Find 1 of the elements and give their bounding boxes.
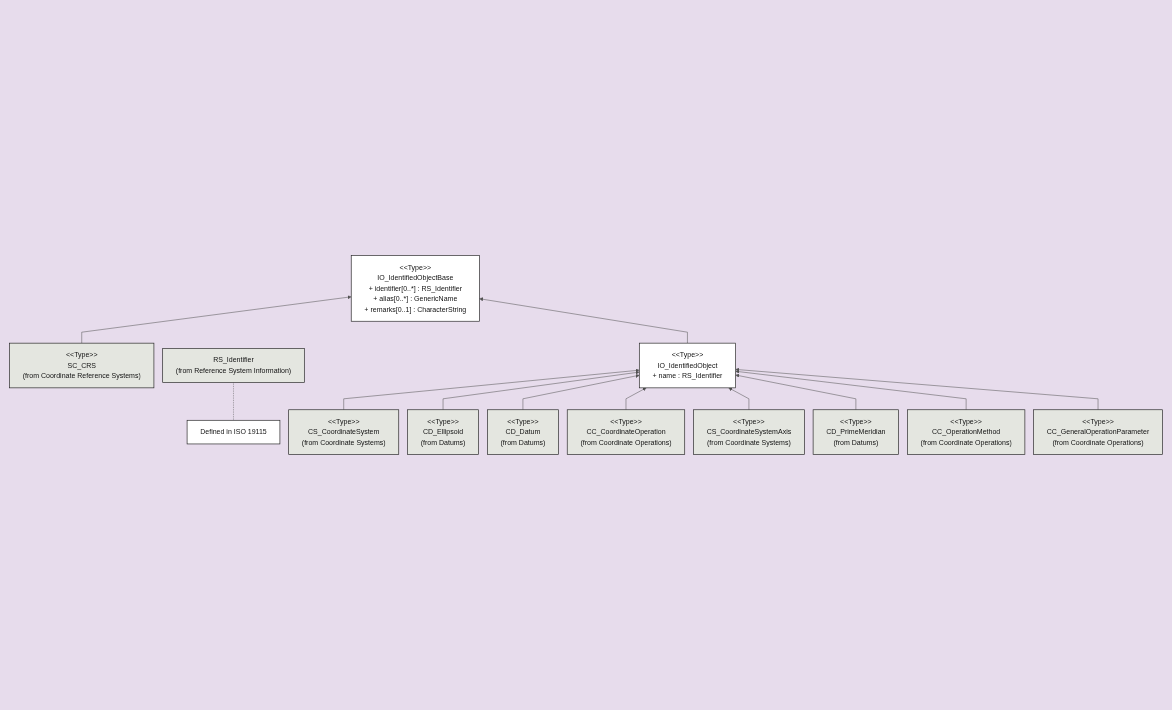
connector (233, 382, 234, 421)
